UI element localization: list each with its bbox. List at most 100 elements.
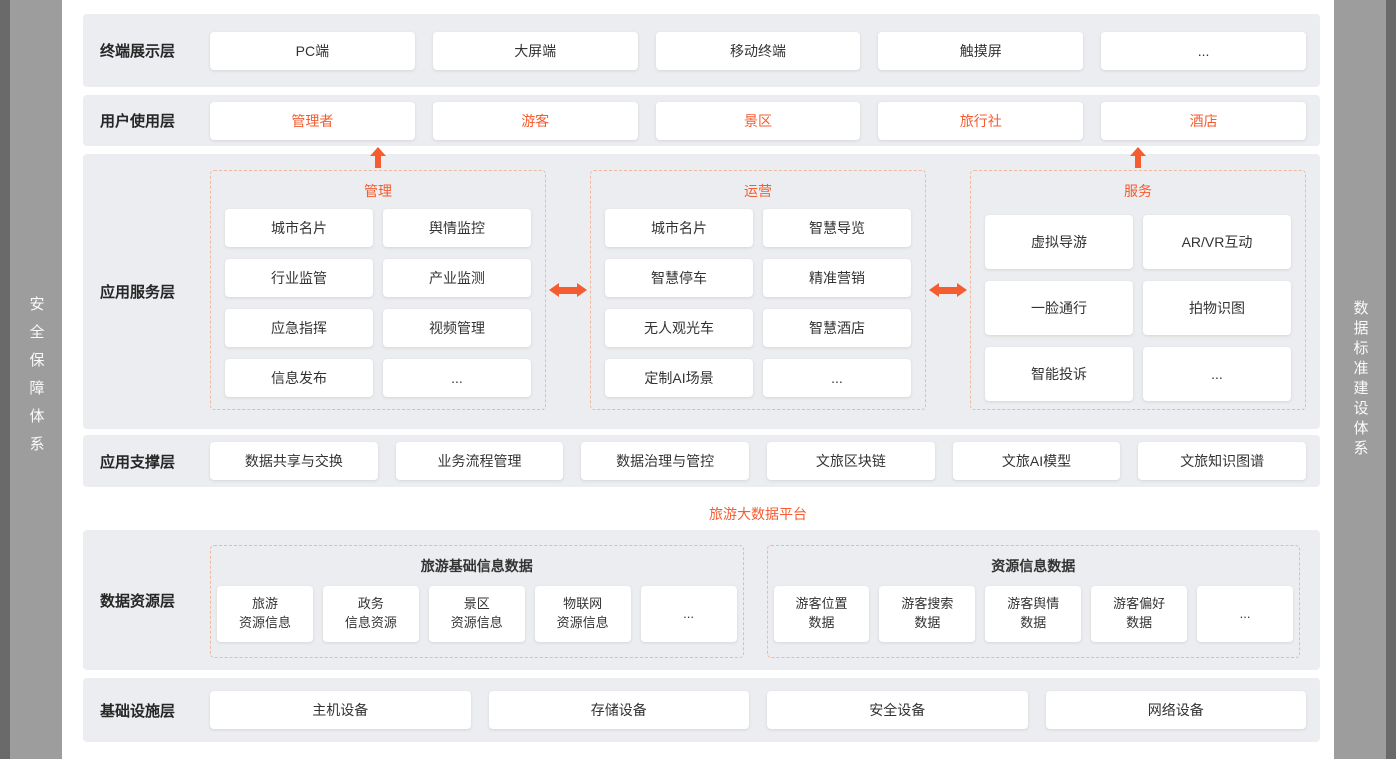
node-card: 游客偏好 数据: [1091, 586, 1188, 642]
up-arrow-stem: [375, 156, 381, 168]
node-card: 游客搜索 数据: [879, 586, 976, 642]
node-card: 业务流程管理: [395, 442, 564, 480]
node-card: 拍物识图: [1143, 281, 1291, 335]
node-card: 定制AI场景: [605, 359, 753, 397]
node-card: 旅行社: [878, 101, 1084, 140]
node-card: 虚拟导游: [985, 215, 1133, 269]
group-tourism-basic-data: 旅游基础信息数据 旅游 资源信息 政务 信息资源 景区 资源信息 物联网 资源信…: [210, 545, 744, 658]
node-card: 一脸通行: [985, 281, 1133, 335]
data-standard-system-label: 数据标准建设体系: [1351, 299, 1369, 460]
node-card: 智慧导览: [763, 209, 911, 247]
node-card: 城市名片: [225, 209, 373, 247]
node-card: 触摸屏: [878, 31, 1084, 70]
node-card: 文旅区块链: [767, 442, 935, 480]
node-card: 智能投诉: [985, 347, 1133, 401]
node-card: 信息发布: [225, 359, 373, 397]
double-arrow-bar: [549, 282, 587, 297]
node-card: 智慧酒店: [763, 309, 911, 347]
layer-label: 用户使用层: [100, 113, 176, 130]
node-card: 酒店: [1101, 101, 1306, 140]
node-card: 行业监管: [225, 259, 373, 297]
node-card: PC端: [210, 31, 415, 70]
node-card: ...: [763, 359, 911, 397]
layer-label: 终端展示层: [100, 43, 176, 60]
node-card: 管理者: [210, 101, 415, 140]
right-sidebar: 数据标准建设体系: [1334, 0, 1386, 759]
up-arrow-icon: [1130, 147, 1146, 168]
up-arrow-head: [1130, 147, 1146, 156]
card-row: 游客位置 数据 游客搜索 数据 游客舆情 数据 游客偏好 数据 ...: [773, 586, 1294, 642]
layer-label: 基础设施层: [100, 702, 176, 720]
layer-data-resource: 数据资源层 旅游基础信息数据 旅游 资源信息 政务 信息资源 景区 资源信息 物…: [83, 530, 1320, 670]
node-card: 游客: [432, 101, 638, 140]
node-card: 智慧停车: [605, 259, 753, 297]
node-card: ...: [1101, 31, 1306, 70]
layer-label: 数据资源层: [100, 592, 176, 610]
security-system-label: 安全保障体系: [27, 295, 45, 464]
platform-label: 旅游大数据平台: [709, 506, 807, 522]
double-arrow-bar: [929, 282, 967, 297]
node-card: 游客舆情 数据: [985, 586, 1082, 642]
node-card: 政务 信息资源: [322, 586, 419, 642]
up-arrow-icon: [370, 147, 386, 168]
node-card: 游客位置 数据: [773, 586, 870, 642]
node-card: 数据治理与管控: [581, 442, 750, 480]
node-card: ...: [383, 359, 531, 397]
card-row: PC端 大屏端 移动终端 触摸屏 ...: [210, 31, 1306, 70]
node-card: 移动终端: [655, 31, 861, 70]
diagram-canvas: 终端展示层 PC端 大屏端 移动终端 触摸屏 ... 用户使用层 管理者 游客 …: [62, 0, 1334, 759]
double-arrow-icon: [546, 282, 590, 297]
node-card: 舆情监控: [383, 209, 531, 247]
group-grid: 虚拟导游 AR/VR互动 一脸通行 拍物识图 智能投诉 ...: [985, 215, 1291, 401]
node-card: 旅游 资源信息: [217, 586, 313, 642]
node-card: ...: [1197, 586, 1294, 642]
node-card: 无人观光车: [605, 309, 753, 347]
node-card: 产业监测: [383, 259, 531, 297]
group-resource-info-data: 资源信息数据 游客位置 数据 游客搜索 数据 游客舆情 数据 游客偏好 数据 .…: [766, 545, 1300, 658]
node-card: ...: [640, 586, 737, 642]
data-groups: 旅游基础信息数据 旅游 资源信息 政务 信息资源 景区 资源信息 物联网 资源信…: [210, 545, 1300, 658]
left-sidebar: 安全保障体系: [10, 0, 62, 759]
node-card: 视频管理: [383, 309, 531, 347]
node-card: ...: [1143, 347, 1291, 401]
node-card: 主机设备: [210, 691, 471, 729]
up-arrow-head: [370, 147, 386, 156]
double-arrow-icon: [926, 282, 970, 297]
layer-app-service: 应用服务层 管理 城市名片 舆情监控 行业监管 产业监测 应急指挥 视频管理 信…: [83, 154, 1320, 429]
layer-terminal-display: 终端展示层 PC端 大屏端 移动终端 触摸屏 ...: [83, 14, 1320, 87]
service-groups: 管理 城市名片 舆情监控 行业监管 产业监测 应急指挥 视频管理 信息发布 ..…: [210, 170, 1306, 410]
group-operation: 运营 城市名片 智慧导览 智慧停车 精准营销 无人观光车 智慧酒店 定制AI场景…: [590, 170, 926, 410]
node-card: 数据共享与交换: [210, 442, 378, 480]
node-card: 应急指挥: [225, 309, 373, 347]
group-title: 运营: [744, 183, 772, 199]
layer-user: 用户使用层 管理者 游客 景区 旅行社 酒店: [83, 95, 1320, 146]
up-arrow-stem: [1135, 156, 1141, 168]
node-card: 文旅AI模型: [952, 442, 1121, 480]
group-title: 服务: [1124, 183, 1152, 199]
node-card: 景区 资源信息: [428, 586, 525, 642]
node-card: 文旅知识图谱: [1138, 442, 1307, 480]
group-grid: 城市名片 舆情监控 行业监管 产业监测 应急指挥 视频管理 信息发布 ...: [225, 209, 531, 397]
layer-app-support: 应用支撑层 数据共享与交换 业务流程管理 数据治理与管控 文旅区块链 文旅AI模…: [83, 435, 1320, 487]
layer-label: 应用支撑层: [100, 453, 176, 471]
node-card: 物联网 资源信息: [534, 586, 631, 642]
layer-label: 应用服务层: [100, 284, 176, 301]
group-service: 服务 虚拟导游 AR/VR互动 一脸通行 拍物识图 智能投诉 ...: [970, 170, 1306, 410]
node-card: AR/VR互动: [1143, 215, 1291, 269]
group-title: 旅游基础信息数据: [420, 558, 533, 574]
node-card: 城市名片: [605, 209, 753, 247]
card-row: 管理者 游客 景区 旅行社 酒店: [210, 101, 1306, 140]
node-card: 大屏端: [432, 31, 638, 70]
group-grid: 城市名片 智慧导览 智慧停车 精准营销 无人观光车 智慧酒店 定制AI场景 ..…: [605, 209, 911, 397]
node-card: 安全设备: [767, 691, 1028, 729]
node-card: 精准营销: [763, 259, 911, 297]
group-title: 管理: [364, 183, 392, 199]
node-card: 网络设备: [1045, 691, 1306, 729]
group-management: 管理 城市名片 舆情监控 行业监管 产业监测 应急指挥 视频管理 信息发布 ..…: [210, 170, 546, 410]
node-card: 景区: [655, 101, 861, 140]
card-row: 数据共享与交换 业务流程管理 数据治理与管控 文旅区块链 文旅AI模型 文旅知识…: [210, 442, 1307, 480]
node-card: 存储设备: [488, 691, 749, 729]
card-row: 主机设备 存储设备 安全设备 网络设备: [210, 691, 1306, 729]
card-row: 旅游 资源信息 政务 信息资源 景区 资源信息 物联网 资源信息 ...: [217, 586, 737, 642]
